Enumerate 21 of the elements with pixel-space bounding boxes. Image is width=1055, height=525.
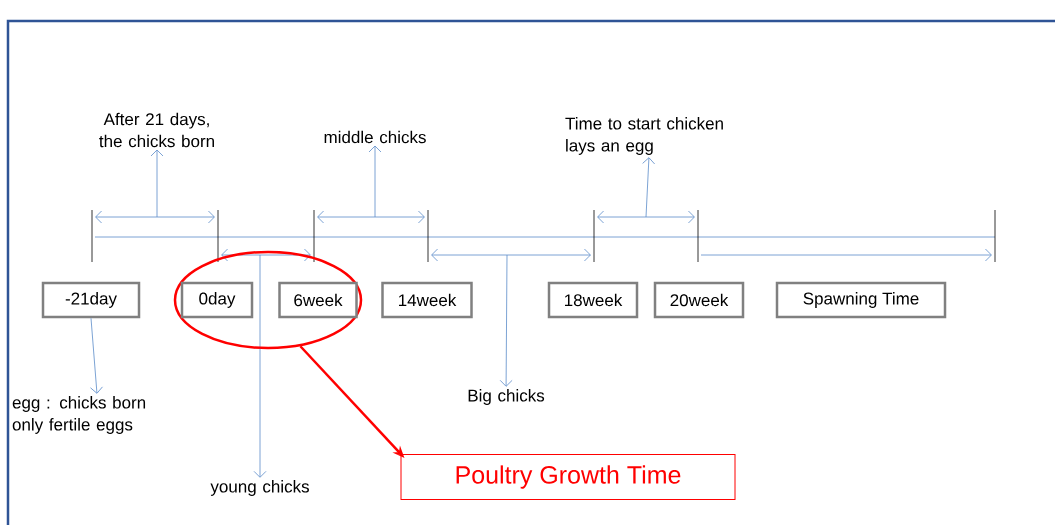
arrow	[90, 317, 103, 394]
highlight-ellipse	[173, 250, 363, 350]
time-box: -21day	[41, 281, 141, 319]
annotation-text: Big chicks	[468, 389, 545, 405]
arrow	[499, 254, 513, 387]
arrow	[150, 149, 164, 218]
annotation-text: Time to start chicken lays an egg	[565, 117, 723, 155]
arrow	[253, 348, 267, 478]
time-box: 0day	[180, 281, 254, 319]
time-box: 14week	[381, 281, 473, 319]
arrow	[368, 145, 382, 218]
title-box: Poultry Growth Time	[400, 454, 736, 500]
time-box: 6week	[278, 281, 358, 319]
annotation-text: egg : chicks born only fertile eggs	[12, 396, 146, 434]
time-box: 18week	[547, 281, 639, 319]
annotation-text: middle chicks	[324, 130, 426, 144]
annotation-text: young chicks	[210, 480, 309, 496]
arrow	[642, 157, 656, 218]
time-box: 20week	[653, 281, 745, 319]
annotation-text: After 21 days, the chicks born	[99, 112, 214, 148]
time-box: Spawning Time	[775, 281, 947, 319]
